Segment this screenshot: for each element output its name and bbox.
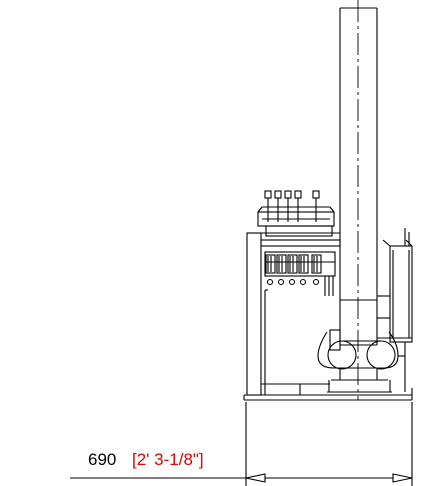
mast-column (339, 7, 378, 346)
control-levers (257, 190, 341, 247)
dimension-lines (70, 402, 413, 486)
dimension-mm-label: 690 (88, 450, 117, 469)
dimension-imperial-label: [2' 3-1/8"] (132, 450, 204, 469)
valve-block (264, 251, 336, 296)
side-guard (377, 228, 413, 343)
pulley-housing (317, 329, 406, 393)
base-plate (243, 388, 413, 401)
